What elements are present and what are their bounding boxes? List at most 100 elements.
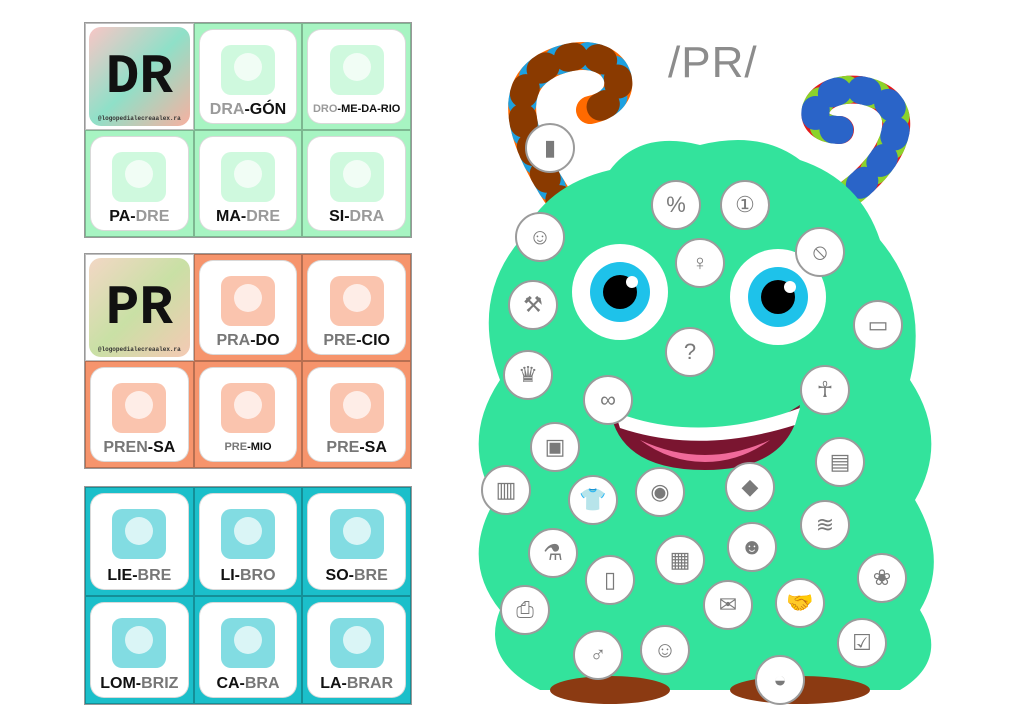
syllable: DRA [209,101,245,118]
checklist-icon[interactable]: ☑ [837,618,887,668]
syllable: LOM- [100,675,142,692]
word-card-premio: PRE-MIO [193,361,303,468]
medal-icon[interactable]: ① [720,180,770,230]
bottle-icon[interactable]: ▯ [585,555,635,605]
clothes-icon[interactable]: 👕 [568,475,618,525]
card-tile[interactable]: PRE-SA [307,367,406,462]
question-icon[interactable]: ? [665,327,715,377]
syllable: -SA [147,439,176,456]
word-label: DRA-GÓN [200,101,297,119]
newspaper-icon [91,372,188,444]
baby-icon[interactable]: ☺ [515,212,565,262]
dam-icon [308,372,405,444]
word-card-dragon: DRA-GÓN [193,23,303,130]
dam-icon[interactable]: ≋ [800,500,850,550]
card-tile[interactable]: PRE-MIO [198,367,298,462]
newspaper-icon[interactable]: ▤ [815,437,865,487]
teacher-icon[interactable]: ♀ [675,238,725,288]
plant-calendar-icon[interactable]: ❀ [857,553,907,603]
meadow-icon [200,265,297,337]
card-tile[interactable]: LOM-BRIZ [90,601,189,698]
praying-icon[interactable]: ☥ [800,365,850,415]
workshop-icon[interactable]: ⚒ [508,280,558,330]
wallet-icon[interactable]: ▭ [853,300,903,350]
syllable: BRA [244,675,280,692]
princess-icon[interactable]: ♛ [503,350,553,400]
medal-icon [200,372,297,444]
card-tile[interactable]: PRA-DO [198,260,298,355]
word-card-presa: PRE-SA [302,361,411,468]
binoculars-icon[interactable]: ∞ [583,375,633,425]
card-tile[interactable]: LIE-BRE [90,493,189,590]
cover-logo: PR@logopedialecreaalex.ra [89,258,190,357]
card-tile[interactable]: MA-DRE [198,136,298,231]
word-label: LIE-BRE [91,567,188,585]
word-card-precio: PRE-CIO [302,254,411,361]
printer-icon[interactable]: ⎙ [500,585,550,635]
card-tile[interactable]: DRA-GÓN [198,29,298,124]
cover-card-pr: PR@logopedialecreaalex.ra [85,254,194,361]
syllable: LI- [220,566,240,584]
worker-icon[interactable]: ☻ [727,522,777,572]
syllable: BRE [137,566,172,584]
word-label: MA-DRE [200,208,297,226]
syllable: -CIO [356,332,390,349]
prohibited-icon[interactable]: ⦸ [795,227,845,277]
word-label: LA-BRAR [308,675,405,693]
syllable: BRO [239,566,276,584]
word-label: SO-BRE [308,567,405,585]
left-eye [572,244,668,340]
card-tile[interactable]: SO-BRE [307,493,406,590]
card-tile[interactable]: SI-DRA [307,136,406,231]
syllable: SO- [325,566,354,584]
card-tile[interactable]: LI-BRO [198,493,298,590]
envelope-icon [308,498,405,570]
man-icon[interactable]: ♂ [573,630,623,680]
prison-icon[interactable]: ▥ [481,465,531,515]
card-tile[interactable]: PREN-SA [90,367,189,462]
syllable: -GÓN [244,101,287,118]
word-card-madre: MA-DRE [193,130,303,237]
syllable: LIE- [107,566,138,584]
syllable: DRA [349,208,385,225]
clown-icon[interactable]: ☺ [640,625,690,675]
word-card-lombriz: LOM-BRIZ [85,595,194,704]
card-tile[interactable]: DRO-ME-DA-RIO [307,29,406,124]
word-card-sidra: SI-DRA [302,130,411,237]
card-tile[interactable]: PRE-CIO [307,260,406,355]
field-icon[interactable]: ▦ [655,535,705,585]
news-anchor-icon[interactable]: ▣ [530,422,580,472]
word-label: LI-BRO [200,567,297,585]
word-card-liebre: LIE-BRE [85,487,194,596]
price-tag-icon[interactable]: % [651,180,701,230]
projector-icon[interactable]: ◉ [635,467,685,517]
card-tile[interactable]: CA-BRA [198,601,298,698]
syllable: PRE [326,439,360,456]
books-icon [200,498,297,570]
lab-icon[interactable]: ⚗ [528,528,578,578]
gift-icon[interactable]: ✉ [703,580,753,630]
syllable: -DO [250,332,280,349]
syllable: BRAR [346,675,394,692]
word-card-libro: LI-BRO [193,487,303,596]
father-icon [91,141,188,213]
popsicle-icon[interactable]: ▮ [525,123,575,173]
card-tile[interactable]: PA-DRE [90,136,189,231]
watermark: @logopedialecreaalex.ra [97,346,181,353]
phoneme-title: /PR/ [668,38,758,87]
handshake-icon[interactable]: 🤝 [775,578,825,628]
card-tile[interactable]: LA-BRAR [307,601,406,698]
juicer-icon[interactable]: ◒ [755,655,805,705]
syllable: PRE [323,332,357,349]
farm-field-icon [308,607,405,679]
word-label: CA-BRA [200,675,297,693]
word-card-padre: PA-DRE [85,130,194,237]
camel-icon [308,34,405,106]
syllable: -SA [359,439,387,456]
cover-letters: DR [105,44,173,109]
word-card-labrar: LA-BRAR [302,595,411,704]
word-label: LOM-BRIZ [91,675,188,693]
folder-icon[interactable]: ◆ [725,462,775,512]
